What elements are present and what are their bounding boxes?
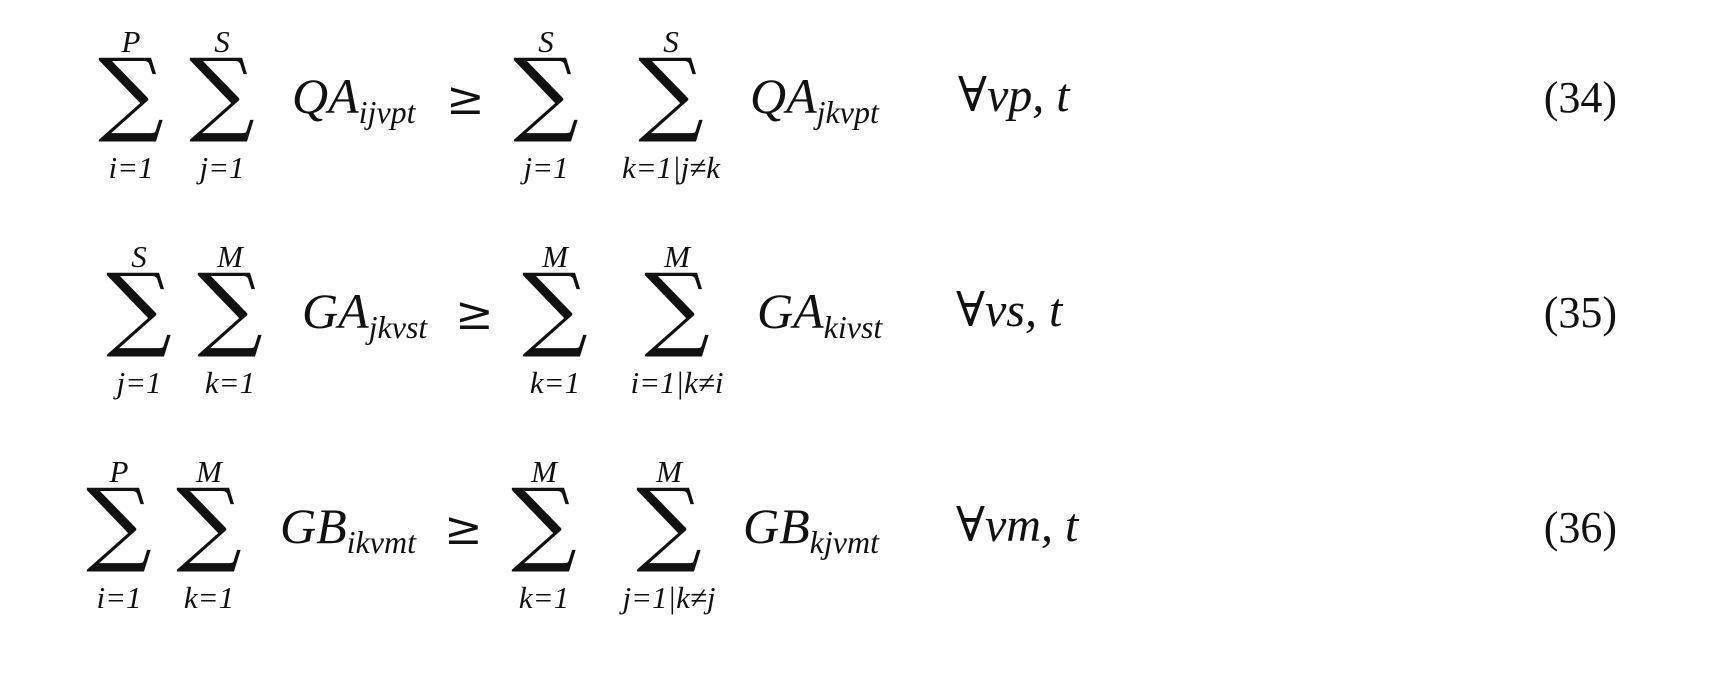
rhs-inner-sum: M ∑ i=1|k≠i: [612, 215, 742, 415]
variable-subscript: kjvmt: [809, 524, 879, 560]
variable-name: QA: [292, 68, 359, 124]
equation-35: S ∑ j=1 M ∑ k=1 GAjkvst ≥ M ∑ k=1 M ∑ i=…: [0, 215, 1712, 415]
quantifier: ∀vm, t: [956, 496, 1078, 556]
forall-symbol: ∀: [958, 69, 987, 122]
sum-symbol: ∑: [513, 39, 579, 146]
sum-symbol: ∑: [189, 39, 255, 146]
relation-geq: ≥: [455, 286, 494, 340]
sum-upper-limit: M: [664, 239, 690, 274]
variable-subscript: ijvpt: [358, 94, 416, 130]
variable-name: QA: [750, 68, 817, 124]
rhs-inner-sum: S ∑ k=1|j≠k: [606, 0, 736, 200]
equation-34: P ∑ i=1 S ∑ j=1 QAijvpt ≥ S ∑ j=1 S ∑ k=…: [0, 0, 1712, 200]
sum-upper-limit: S: [131, 239, 147, 274]
sum-lower-limit: j=1: [116, 365, 162, 400]
sum-lower-limit: k=1: [518, 580, 570, 615]
sum-symbol: ∑: [636, 469, 702, 576]
sum-upper-limit: S: [214, 24, 230, 59]
sum-symbol: ∑: [197, 254, 263, 361]
lhs-variable: QAijvpt: [292, 66, 416, 132]
rhs-outer-sum: M ∑ k=1: [479, 430, 609, 630]
equation-number: (34): [1543, 73, 1617, 122]
sum-lower-limit: j=1: [523, 150, 569, 185]
sum-symbol: ∑: [106, 254, 172, 361]
rhs-variable: GBkjvmt: [743, 496, 879, 562]
lhs-inner-sum: M ∑ k=1: [144, 430, 274, 630]
sum-upper-limit: P: [121, 24, 141, 59]
variable-name: GA: [757, 283, 824, 339]
sum-upper-limit: M: [656, 454, 682, 489]
lhs-variable: GBikvmt: [280, 496, 416, 562]
sum-upper-limit: M: [531, 454, 557, 489]
variable-name: GA: [302, 283, 369, 339]
quantifier-domain: vs, t: [984, 284, 1063, 337]
variable-name: GB: [280, 498, 347, 554]
quantifier-domain: vp, t: [986, 69, 1070, 122]
sum-lower-limit: k=1: [204, 365, 256, 400]
lhs-outer-sum: P ∑ i=1: [54, 430, 184, 630]
rhs-outer-sum: S ∑ j=1: [481, 0, 611, 200]
rhs-variable: QAjkvpt: [750, 66, 879, 132]
variable-subscript: ikvmt: [346, 524, 416, 560]
equation-number: (36): [1543, 503, 1617, 552]
sum-lower-limit: j=1: [199, 150, 245, 185]
quantifier: ∀vp, t: [958, 66, 1070, 126]
sum-upper-limit: P: [109, 454, 129, 489]
sum-lower-limit: k=1: [529, 365, 581, 400]
sum-symbol: ∑: [86, 469, 152, 576]
sum-lower-limit: k=1|j≠k: [621, 150, 721, 185]
sum-upper-limit: M: [217, 239, 243, 274]
sum-symbol: ∑: [511, 469, 577, 576]
sum-symbol: ∑: [644, 254, 710, 361]
forall-symbol: ∀: [956, 284, 985, 337]
sum-upper-limit: M: [196, 454, 222, 489]
variable-subscript: jkvst: [368, 309, 428, 345]
sum-upper-limit: S: [538, 24, 554, 59]
lhs-inner-sum: M ∑ k=1: [165, 215, 295, 415]
variable-name: GB: [743, 498, 810, 554]
sum-lower-limit: j=1|k≠j: [622, 580, 716, 615]
sum-upper-limit: S: [663, 24, 679, 59]
quantifier: ∀vs, t: [956, 281, 1062, 341]
sum-symbol: ∑: [522, 254, 588, 361]
sum-symbol: ∑: [98, 39, 164, 146]
sum-symbol: ∑: [176, 469, 242, 576]
lhs-outer-sum: S ∑ j=1: [74, 215, 204, 415]
rhs-outer-sum: M ∑ k=1: [490, 215, 620, 415]
equation-number: (35): [1543, 288, 1617, 337]
equation-36: P ∑ i=1 M ∑ k=1 GBikvmt ≥ M ∑ k=1 M ∑ j=…: [0, 430, 1712, 630]
sum-symbol: ∑: [638, 39, 704, 146]
lhs-outer-sum: P ∑ i=1: [66, 0, 196, 200]
rhs-inner-sum: M ∑ j=1|k≠j: [604, 430, 734, 630]
quantifier-domain: vm, t: [984, 499, 1079, 552]
lhs-inner-sum: S ∑ j=1: [157, 0, 287, 200]
sum-lower-limit: k=1: [183, 580, 235, 615]
forall-symbol: ∀: [956, 499, 985, 552]
variable-subscript: jkvpt: [816, 94, 879, 130]
relation-geq: ≥: [446, 71, 485, 125]
sum-lower-limit: i=1|k≠i: [630, 365, 724, 400]
sum-lower-limit: i=1: [108, 150, 154, 185]
sum-lower-limit: i=1: [96, 580, 142, 615]
sum-upper-limit: M: [542, 239, 568, 274]
rhs-variable: GAkivst: [757, 281, 882, 347]
lhs-variable: GAjkvst: [302, 281, 427, 347]
relation-geq: ≥: [444, 501, 483, 555]
variable-subscript: kivst: [823, 309, 883, 345]
